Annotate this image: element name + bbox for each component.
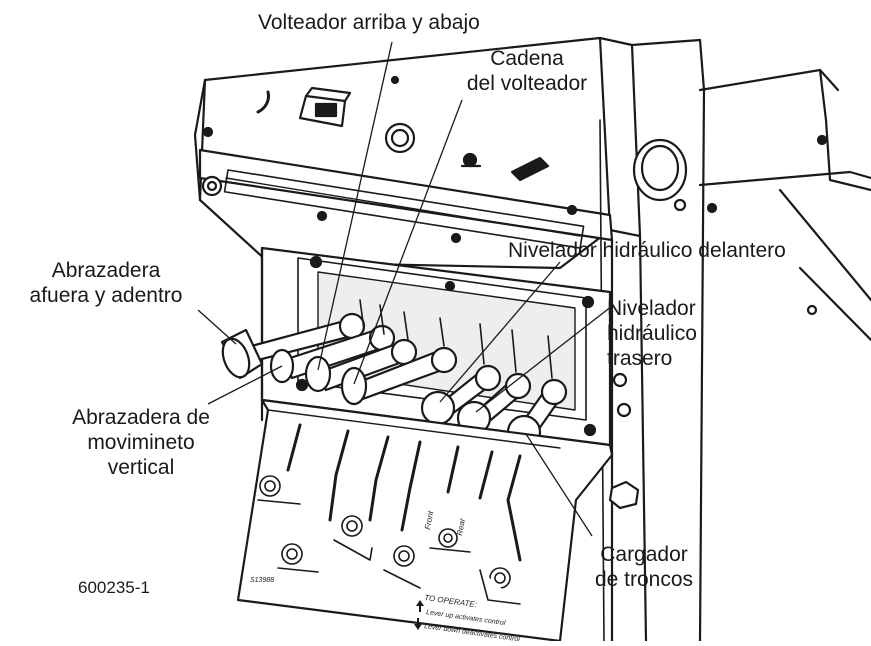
- decal-part-code: S13988: [250, 577, 274, 584]
- right-cabinet: [599, 38, 871, 643]
- leader-volteador-arriba: [317, 41, 393, 371]
- label-cadena-line2: del volteador: [466, 72, 588, 95]
- decal-front-label: Front: [423, 510, 435, 531]
- leader-cargador: [525, 433, 593, 537]
- gauge: [632, 134, 828, 214]
- label-nivelador-trasero-line3: trasero: [607, 347, 673, 370]
- arrow-up-icon: [416, 600, 424, 612]
- arrow-down-icon: [414, 618, 422, 630]
- leader-abrazadera: [197, 309, 237, 345]
- leader-cadena: [353, 99, 463, 385]
- leader-lines: [197, 41, 613, 537]
- label-nivelador-delantero: Nivelador hidráulico delantero: [508, 239, 786, 262]
- panel-switches: [256, 86, 550, 182]
- label-abrazadera-vertical-line3: vertical: [107, 456, 175, 479]
- label-cargador-line1: Cargador: [600, 543, 688, 566]
- label-cargador-de-troncos: Cargador de troncos: [576, 542, 712, 592]
- label-abrazadera-vertical-line1: Abrazadera de: [72, 406, 210, 429]
- instruction-decal: [236, 398, 614, 643]
- label-nivelador-trasero-line1: Nivelador: [607, 297, 696, 320]
- label-abrazadera-line2: afuera y adentro: [29, 284, 183, 307]
- label-cadena-del-volteador: Cadena del volteador: [452, 46, 602, 96]
- label-abrazadera-vertical: Abrazadera de movimineto vertical: [52, 405, 230, 480]
- label-cadena-line1: Cadena: [490, 47, 564, 70]
- upper-housing: [193, 36, 642, 270]
- label-volteador-arriba-y-abajo: Volteador arriba y abajo: [258, 11, 480, 34]
- leader-abrazadera-vertical: [207, 365, 283, 405]
- label-cargador-line2: de troncos: [594, 568, 694, 591]
- figure-number: 600235-1: [78, 578, 150, 597]
- leader-nivelador-delantero: [439, 261, 561, 403]
- label-abrazadera-afuera: Abrazadera afuera y adentro: [8, 258, 204, 308]
- decal-rear-label: Rear: [455, 517, 467, 536]
- leader-nivelador-trasero: [475, 305, 613, 413]
- label-abrazadera-line1: Abrazadera: [51, 259, 161, 282]
- label-nivelador-trasero: Nivelador hidráulico trasero: [607, 296, 697, 371]
- label-nivelador-trasero-line2: hidráulico: [607, 322, 697, 345]
- label-abrazadera-vertical-line2: movimineto: [87, 431, 195, 454]
